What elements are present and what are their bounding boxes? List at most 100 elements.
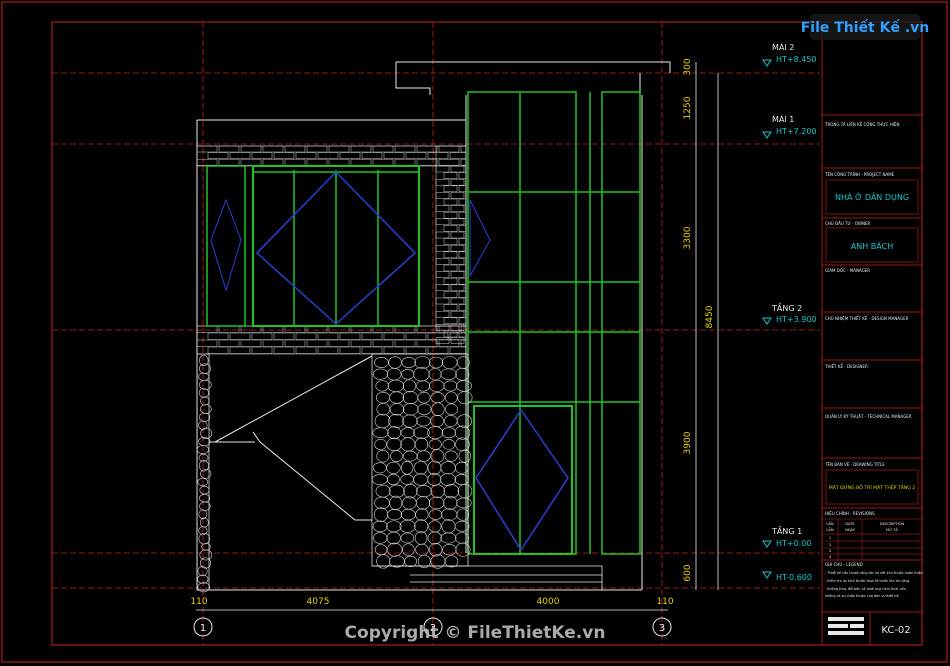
axis-label-1: 1	[200, 623, 206, 634]
stone	[402, 414, 418, 428]
brick	[450, 192, 465, 199]
tb-note-3: - Không thay đổi bản vẽ dưới mọi hình th…	[825, 586, 906, 591]
stone	[199, 354, 209, 367]
stone	[375, 484, 391, 498]
stone	[457, 483, 473, 499]
brick	[435, 271, 450, 278]
brick	[443, 238, 458, 245]
stone	[388, 356, 402, 369]
stone	[440, 532, 457, 544]
brick	[435, 192, 450, 199]
tb-rev-header-3: DESCRIPTION	[880, 522, 905, 526]
stone	[198, 388, 209, 398]
dim-v-4: 3900	[683, 431, 693, 454]
stone	[427, 460, 442, 475]
stone	[416, 485, 432, 498]
stone-pattern	[196, 354, 473, 593]
tb-rev-subheader-1: LẦN	[826, 527, 833, 532]
brick	[458, 251, 467, 259]
stone	[413, 367, 430, 382]
brick	[383, 332, 405, 340]
stone	[428, 509, 443, 520]
stone	[455, 461, 469, 474]
stone	[416, 496, 430, 510]
tb-designer-label: THIẾT KẾ - DESIGNER	[824, 363, 868, 369]
dim-v-2: 1250	[683, 96, 693, 119]
stone	[387, 379, 404, 393]
dim-v-3: 3300	[683, 226, 693, 249]
stone	[429, 542, 443, 557]
logo-bar-2	[828, 624, 848, 628]
brick	[405, 346, 427, 354]
brick	[262, 158, 284, 166]
brick	[350, 158, 372, 166]
brick-area-top	[196, 145, 467, 167]
copyright-watermark: Copyright © FileThietKe.vn	[345, 623, 606, 643]
brick	[306, 158, 328, 166]
stone	[386, 461, 401, 474]
brick	[450, 244, 465, 252]
stone	[400, 532, 415, 544]
axis-label-3: 3	[659, 623, 665, 634]
tb-drawing-title-label: TÊN BẢN VẼ - DRAWING TITLE	[824, 462, 885, 467]
brick	[435, 284, 450, 292]
brick	[196, 158, 218, 166]
upper-left-diamond	[210, 198, 242, 292]
project-name-box	[825, 179, 919, 215]
level-marker-tang1	[762, 540, 772, 548]
stone	[442, 439, 456, 450]
stone	[400, 427, 415, 439]
brick	[284, 158, 306, 166]
stone	[200, 557, 211, 569]
stone	[387, 509, 403, 521]
brick	[450, 310, 465, 318]
watermark-box	[810, 14, 920, 40]
stone	[200, 427, 213, 439]
brick	[383, 346, 405, 354]
stone	[402, 403, 419, 416]
stone	[197, 574, 209, 584]
level-height-mai1: HT+7.200	[776, 127, 817, 136]
stone	[199, 494, 211, 503]
brick	[372, 158, 394, 166]
stone	[444, 414, 458, 428]
level-height-ground: HT-0.600	[776, 573, 812, 582]
stone	[400, 509, 416, 521]
stone	[454, 520, 470, 532]
brick	[361, 346, 383, 354]
stone	[376, 403, 391, 416]
glazed-diamond-upper	[469, 199, 491, 278]
stone	[403, 484, 418, 499]
stone	[198, 460, 209, 472]
brick	[443, 225, 458, 232]
brick	[394, 339, 416, 347]
stone	[201, 543, 211, 551]
stone	[376, 554, 391, 569]
upper-window-mullions	[253, 170, 419, 326]
brick	[339, 332, 361, 340]
axis-bubble-1	[193, 617, 213, 637]
brick	[262, 145, 284, 153]
brick	[218, 325, 240, 333]
brick	[450, 271, 465, 278]
brick	[450, 165, 465, 173]
stone	[390, 450, 403, 462]
stone	[414, 531, 428, 545]
logo-bar-3	[828, 631, 864, 635]
tb-design-manager-label: CHỦ NHIỆM THIẾT KẾ - DESIGN MANAGER	[825, 315, 909, 321]
stone	[199, 485, 210, 495]
stone	[389, 391, 405, 404]
stone	[441, 355, 458, 370]
stone	[416, 380, 430, 392]
tb-director-label: GIÁM ĐỐC - MANAGER	[825, 268, 870, 273]
logo-mark	[828, 617, 864, 635]
brick	[427, 346, 449, 354]
axis-label-2: 2	[430, 623, 436, 634]
brick	[458, 238, 467, 245]
brick	[273, 332, 295, 340]
tb-rev-header-1: LẦN	[826, 521, 833, 526]
stone	[456, 380, 473, 392]
stone	[376, 449, 390, 463]
tb-rev-row-3: 3	[829, 549, 831, 553]
upper-window-diamond	[255, 170, 417, 326]
